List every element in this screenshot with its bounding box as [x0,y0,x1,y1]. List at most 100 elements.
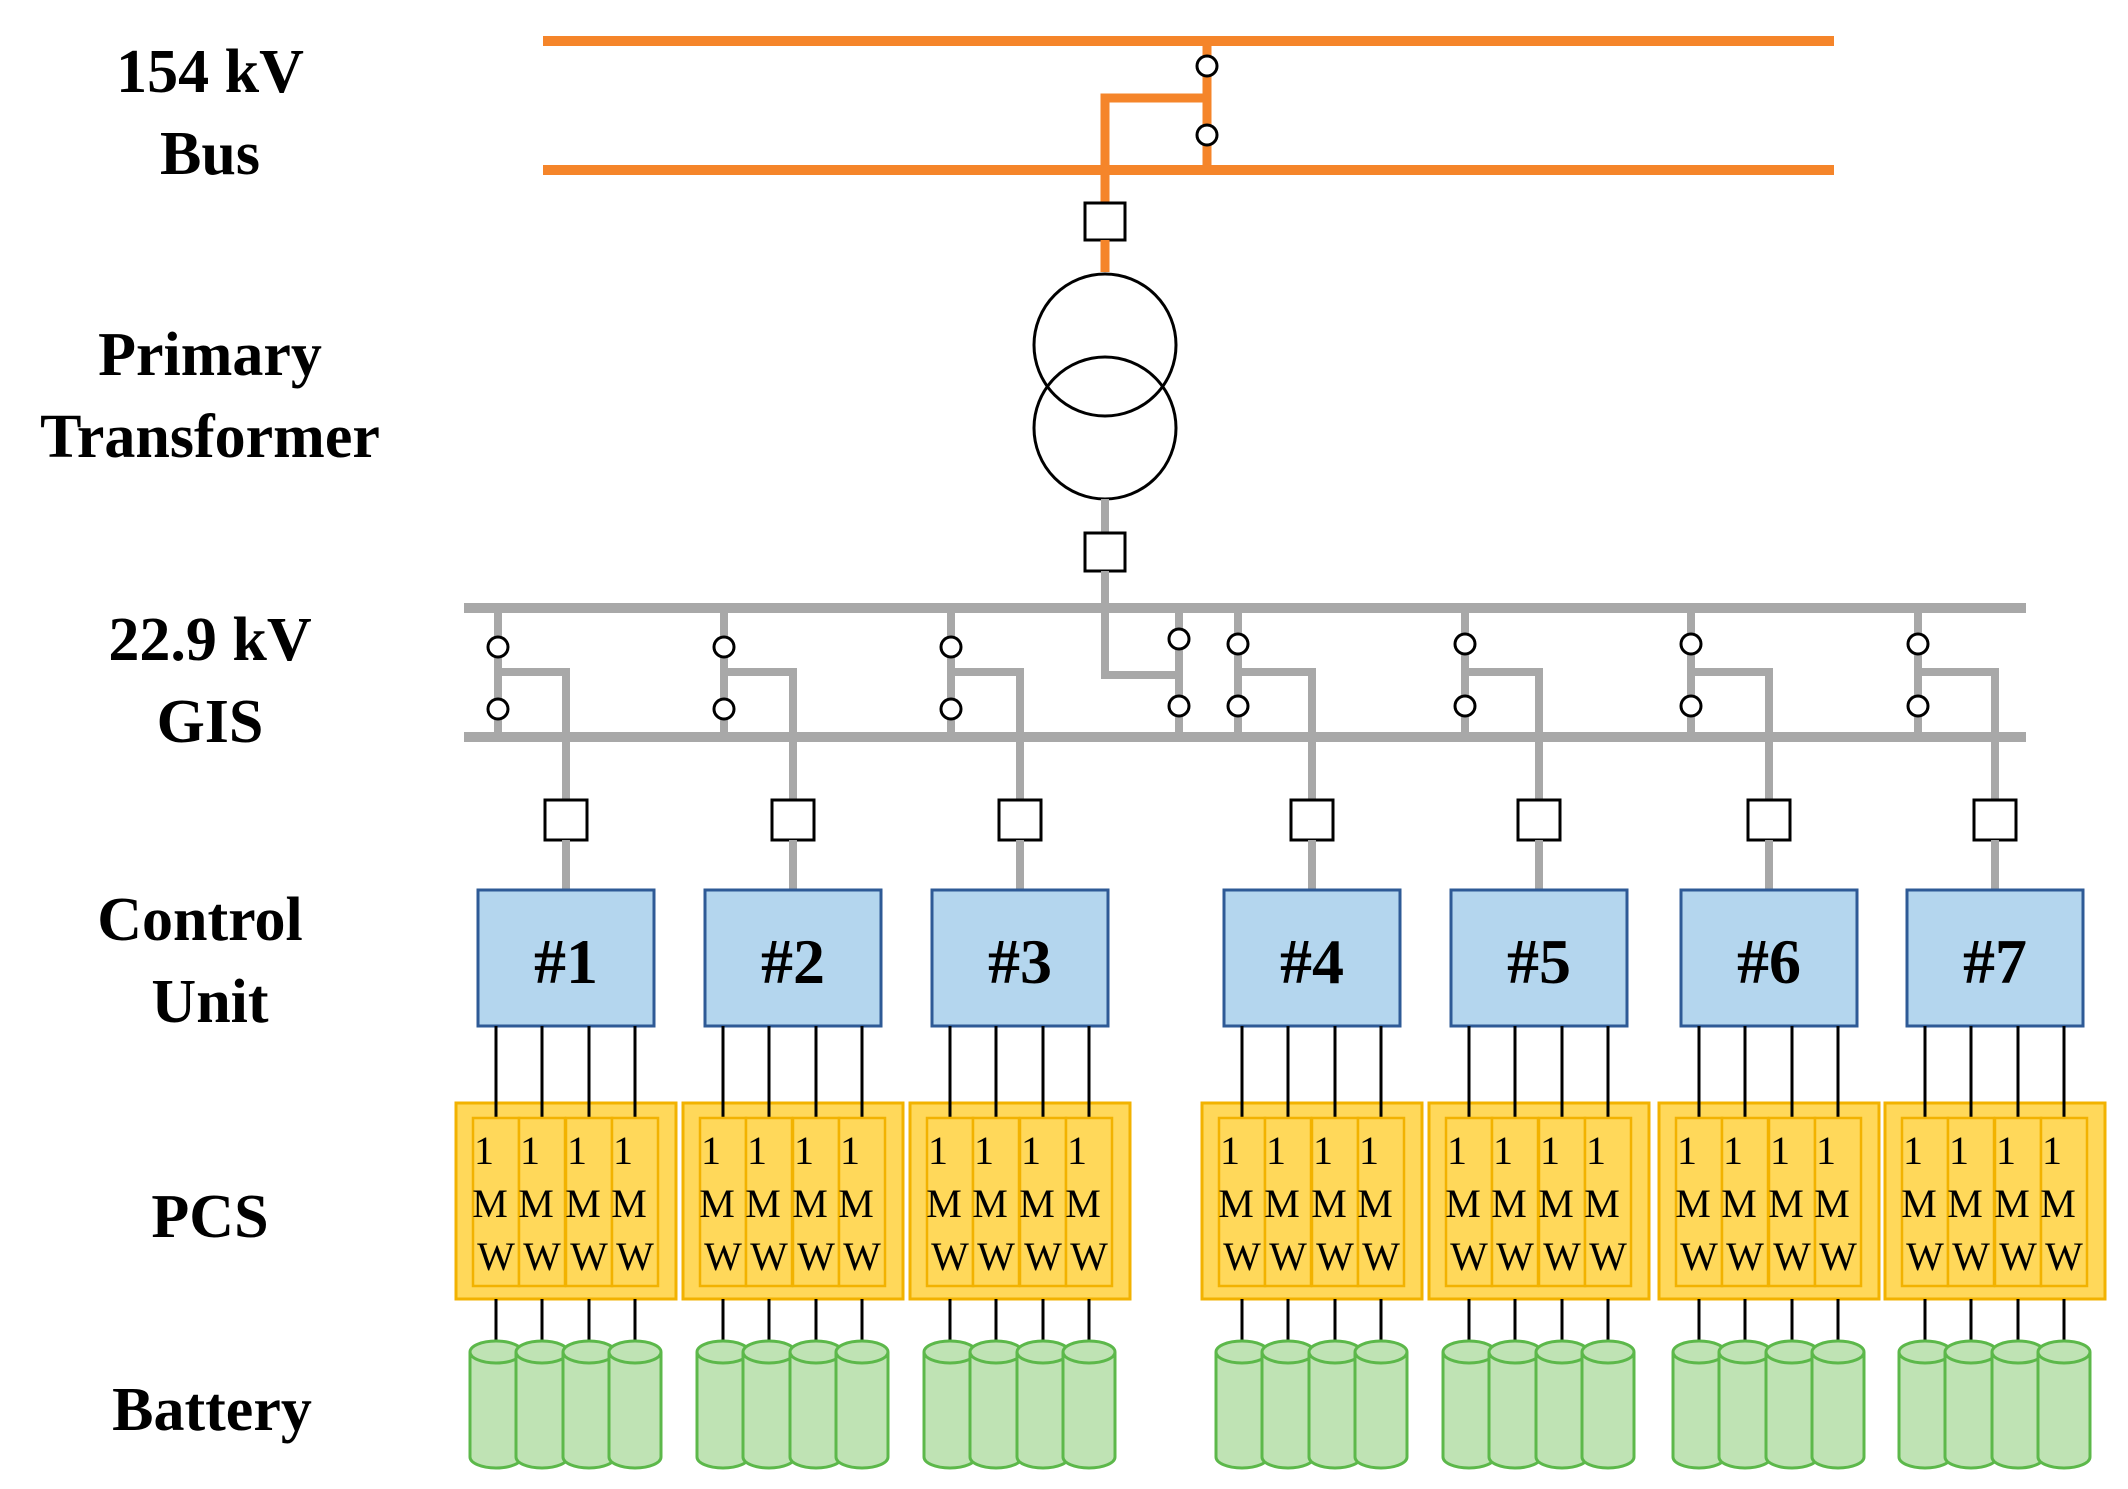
pcs-module-text: 1 [1067,1128,1087,1173]
control-unit-label: #2 [761,926,825,997]
battery-cell [1580,1352,1636,1470]
pcs-module-text: 1 [1949,1128,1969,1173]
gis-bay-feeder [1465,668,1543,812]
battery-cell-top [1580,1339,1636,1365]
pcs-module-text: W [2045,1234,2083,1279]
transformer-secondary-winding [1032,355,1178,501]
gis-incomer-disconnector-top [1167,627,1191,651]
battery-cell-top [2036,1339,2092,1365]
gis-disconnector-top [1906,632,1930,656]
pcs-module [1674,1116,1724,1288]
pcs-module-text: W [1362,1234,1400,1279]
pcs-module-text: 1 [1540,1128,1560,1173]
pcs-module [471,1116,521,1288]
pcs-module-text: 1 [1723,1128,1743,1173]
gis-disconnector-top [1226,632,1250,656]
label-battery: Battery [112,1376,312,1444]
pcs-module-text: 1 [1266,1128,1286,1173]
pcs-module-text: 1 [1447,1128,1467,1173]
pcs-module-text: M [1901,1181,1937,1226]
pcs-module-text: 1 [1493,1128,1513,1173]
battery-cell-top [1214,1339,1270,1365]
pcs-module-text: W [1680,1234,1718,1279]
pcs-module-text: M [472,1181,508,1226]
pcs-module-text: 1 [1903,1128,1923,1173]
battery-cell [1764,1352,1820,1470]
pcs-module-text: M [518,1181,554,1226]
gis-disconnector-bottom [939,697,963,721]
control-unit-label: #1 [534,926,598,997]
pcs-module-text: 1 [974,1128,994,1173]
pcs-module-text: W [1223,1234,1261,1279]
control-unit-box [1679,888,1859,1028]
battery-cell [1307,1352,1363,1470]
battery-cell-top [1260,1339,1316,1365]
battery-cell-top [695,1339,751,1365]
pcs-module-text: W [1589,1234,1627,1279]
battery-cell-top [1487,1339,1543,1365]
feeder-breaker [1516,798,1562,842]
pcs-module-text: 1 [1220,1128,1240,1173]
battery-cell [922,1352,978,1470]
pcs-module-text: 1 [1677,1128,1697,1173]
pcs-module-text: W [1543,1234,1581,1279]
battery-cell-top [1015,1339,1071,1365]
pcs-module-text: M [1721,1181,1757,1226]
gis-disconnector-bottom [1226,694,1250,718]
pcs-module-text: M [1814,1181,1850,1226]
label-154kv-bus: 154 kV Bus [116,38,304,188]
pcs-module-text: W [797,1234,835,1279]
battery-cell-top [1990,1339,2046,1365]
pcs-module-text: 1 [1816,1128,1836,1173]
battery-cell-top [788,1339,844,1365]
gis-disconnector-bottom [486,697,510,721]
pcs-module [837,1116,887,1288]
battery-cell [1260,1352,1316,1470]
pcs-module-text: M [1768,1181,1804,1226]
pcs-module-text: W [1450,1234,1488,1279]
label-gis-line2: GIS [157,688,264,756]
battery-cell [1015,1352,1071,1470]
pcs-module-text: 1 [794,1128,814,1173]
battery-cell-top [1764,1339,1820,1365]
gis-bay-feeder [951,668,1024,812]
pcs-module-text: 1 [1021,1128,1041,1173]
pcs-module-text: M [838,1181,874,1226]
feeder-breaker [1289,798,1335,842]
battery-cell [968,1352,1024,1470]
pcs-module [1263,1116,1313,1288]
pcs-module-text: M [1584,1181,1620,1226]
gis-disconnector-top [1679,632,1703,656]
label-primary-transformer: Primary Transformer [40,321,380,471]
pcs-module-text: M [1675,1181,1711,1226]
hv-disconnector-top [1195,54,1219,78]
pcs-module-text: 1 [1996,1128,2016,1173]
pcs-module [1444,1116,1494,1288]
pcs-module-text: W [977,1234,1015,1279]
pcs-module-text: W [750,1234,788,1279]
battery-cell [1061,1352,1117,1470]
pcs-module-text: M [1947,1181,1983,1226]
label-154kv-bus-line1: 154 kV [116,38,304,106]
transformer-primary-winding [1032,272,1178,418]
pcs-module-text: W [843,1234,881,1279]
hv-section [464,36,2026,742]
battery-cell [1214,1352,1270,1470]
gis-disconnector-bottom [1906,694,1930,718]
label-gis-line1: 22.9 kV [108,606,311,674]
pcs-module-text: W [1726,1234,1764,1279]
pcs-module [1310,1116,1360,1288]
pcs-module-text: M [1264,1181,1300,1226]
battery-cell [695,1352,751,1470]
battery-cell-top [968,1339,1024,1365]
pcs-module-text: W [1024,1234,1062,1279]
pcs-module [1583,1116,1633,1288]
battery-cell-top [1534,1339,1590,1365]
control-unit-label: #6 [1737,926,1801,997]
